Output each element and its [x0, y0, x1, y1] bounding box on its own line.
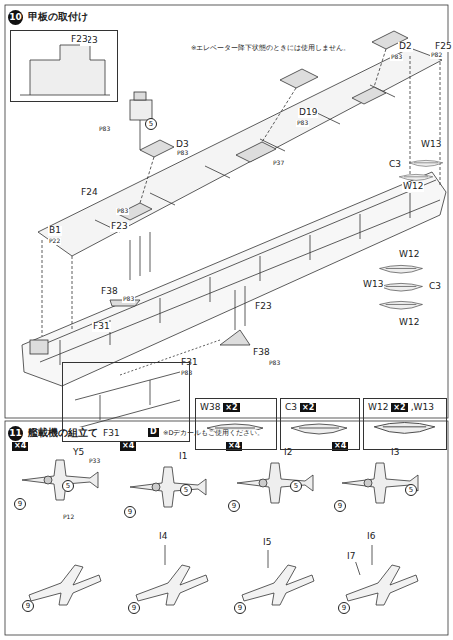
- quantity-mark: ×2: [391, 403, 407, 412]
- paint-ref: P83: [390, 54, 403, 61]
- box-title: F23: [71, 34, 88, 44]
- part-label: F38: [100, 287, 119, 297]
- step-number: 10: [8, 10, 23, 25]
- part-label: D19: [298, 108, 318, 118]
- paint-ref: P22: [48, 238, 61, 245]
- part-label: I4: [158, 532, 168, 542]
- callout-number: 9: [338, 602, 350, 614]
- part-label: F23: [254, 302, 273, 312]
- part-label: I6: [366, 532, 376, 542]
- part-label: C3: [285, 402, 297, 412]
- paint-ref: P83: [116, 208, 129, 215]
- paint-ref: P33: [88, 458, 101, 465]
- callout-number: 9: [334, 500, 346, 512]
- part-label: F24: [80, 188, 99, 198]
- box-title: C3×2: [285, 402, 316, 412]
- part-label: I1: [178, 452, 188, 462]
- part-label: Y5: [72, 448, 85, 458]
- inset-box: F31: [62, 362, 190, 442]
- part-label: I5: [262, 538, 272, 548]
- paint-ref: P12: [62, 514, 75, 521]
- part-label: F23: [110, 222, 129, 232]
- paint-ref: P83: [98, 126, 111, 133]
- callout-number: 9: [124, 506, 136, 518]
- paint-ref: P83: [180, 370, 193, 377]
- callout-number: 9: [128, 602, 140, 614]
- callout-number: 9: [14, 498, 26, 510]
- paint-ref: P83: [296, 120, 309, 127]
- paint-ref: P37: [272, 160, 285, 167]
- quantity-mark: ×4: [12, 442, 28, 451]
- callout-number: 5: [62, 480, 74, 492]
- part-label: C3: [428, 282, 442, 292]
- callout-number: 5: [145, 118, 157, 130]
- box-title: F31: [103, 428, 120, 438]
- quantity-mark: ×2: [223, 403, 239, 412]
- part-label: W38: [200, 402, 220, 412]
- box-title: W38×2: [200, 402, 240, 412]
- callout-number: 5: [290, 480, 302, 492]
- step-number: 11: [8, 426, 23, 441]
- part-label: D3: [175, 140, 190, 150]
- part-label: F31: [103, 428, 120, 438]
- step-title: 甲板の取付け: [27, 11, 89, 22]
- paint-ref: P83: [122, 296, 135, 303]
- paint-ref: P83: [176, 150, 189, 157]
- part-label: W12: [368, 402, 388, 412]
- part-label: W12: [398, 250, 420, 260]
- part-label: W12: [398, 318, 420, 328]
- callout-number: 5: [180, 484, 192, 496]
- paint-ref: P82: [430, 52, 443, 59]
- callout-number: 9: [234, 602, 246, 614]
- inset-box: W12×2 ,W13: [363, 398, 447, 450]
- part-label: F38: [252, 348, 271, 358]
- part-label: C3: [388, 160, 402, 170]
- paint-ref: P83: [268, 360, 281, 367]
- part-label: F31: [92, 322, 111, 332]
- part-label: F23: [71, 34, 88, 44]
- part-label: W13: [420, 140, 442, 150]
- part-label: B1: [48, 226, 62, 236]
- box-title: W12×2 ,W13: [368, 402, 434, 412]
- inset-box: C3×2: [280, 398, 360, 450]
- note: ※Dデカールもご使用ください。: [162, 430, 265, 437]
- part-label: W12: [402, 182, 424, 192]
- quantity-mark: ×2: [300, 403, 316, 412]
- part-label: D2: [398, 42, 413, 52]
- inset-box: F23: [10, 30, 118, 102]
- note: ※エレベーター降下状態のときには使用しません。: [190, 45, 351, 52]
- step-title: 艦載機の組立て: [27, 427, 99, 438]
- part-label: F25: [434, 42, 453, 52]
- callout-number: 5: [405, 484, 417, 496]
- part-label: W13: [362, 280, 384, 290]
- callout-number: 9: [22, 600, 34, 612]
- part-label: ,W13: [411, 402, 434, 412]
- part-label: I7: [346, 552, 356, 562]
- quantity-mark: ×4: [120, 442, 136, 451]
- inset-box: W38×2: [195, 398, 277, 450]
- callout-number: 9: [228, 500, 240, 512]
- quantity-mark: D: [148, 428, 159, 437]
